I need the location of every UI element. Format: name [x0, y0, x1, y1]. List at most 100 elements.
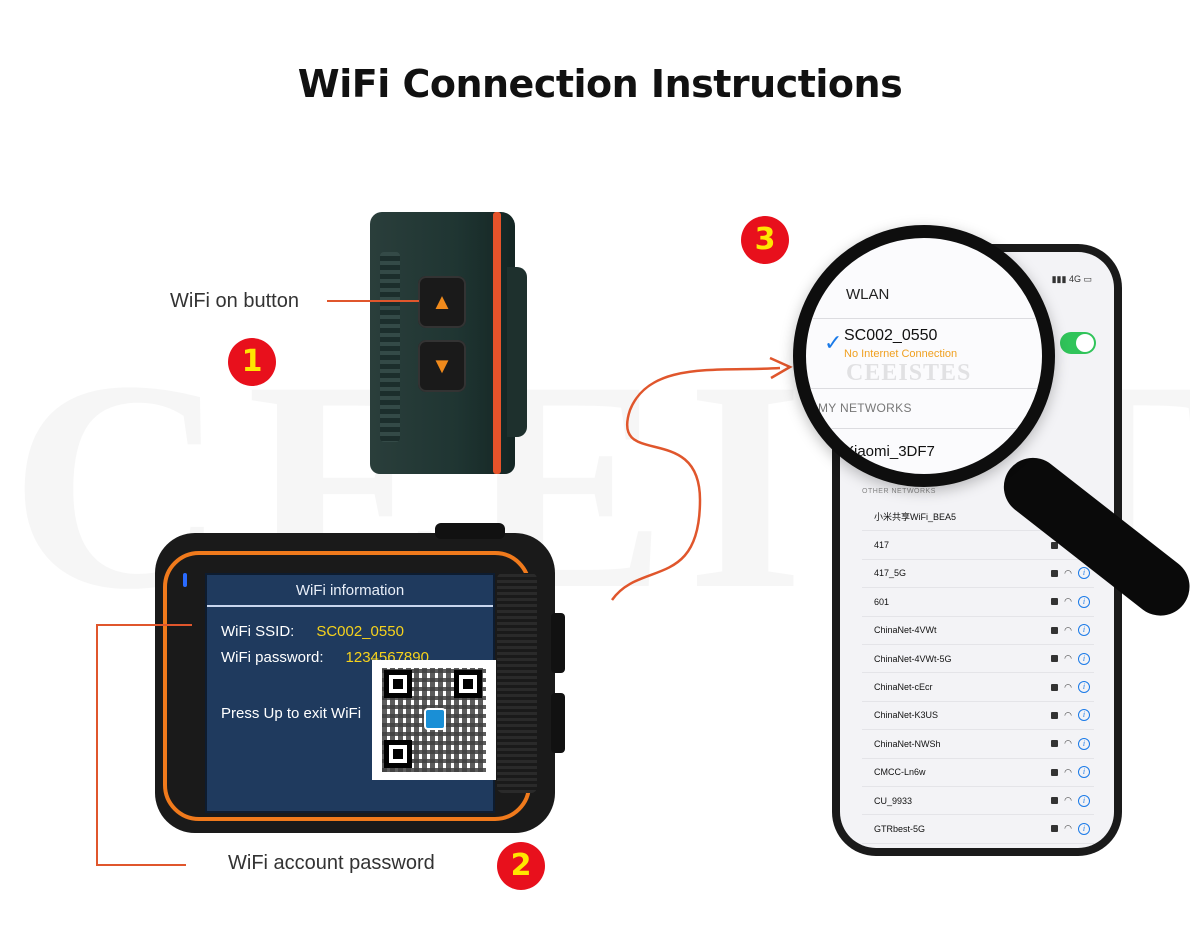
wifi-icon: ◠ [1064, 823, 1072, 834]
magnifier-watermark: CEEISTES [846, 360, 972, 386]
network-item[interactable]: 601 ◠ i [862, 588, 1094, 617]
network-item[interactable]: ChinaNet-NWSh◠i [862, 730, 1094, 759]
exit-hint: Press Up to exit WiFi [221, 705, 362, 722]
network-name: ChinaNet-4VWt [874, 625, 937, 636]
my-networks-heading: MY NETWORKS [818, 401, 912, 415]
network-name: ChinaNet-4VWt-5G [874, 653, 952, 664]
divider [806, 318, 1042, 319]
wifi-account-password-label: WiFi account password [228, 852, 435, 874]
lock-icon [1051, 598, 1059, 606]
page-title: WiFi Connection Instructions [297, 62, 903, 106]
network-name: CMCC-Ln6w [874, 767, 926, 778]
arrow-head-icon [769, 356, 793, 380]
step-2-badge: 2 [497, 842, 545, 890]
lock-icon [1051, 569, 1059, 577]
screen-heading: WiFi information [207, 575, 493, 607]
divider [806, 428, 1042, 429]
wifi-icon: ◠ [1064, 681, 1072, 692]
network-item[interactable]: ChinaNet-K3US ◠ i [862, 702, 1094, 731]
arrow-curve [610, 366, 781, 601]
network-item[interactable]: CMCC-Ln6w ◠ i [862, 759, 1094, 787]
camera-grip [380, 252, 400, 442]
check-icon: ✓ [824, 330, 843, 355]
info-icon[interactable]: i [1078, 794, 1090, 807]
wlan-toggle[interactable] [1060, 332, 1096, 354]
network-item[interactable]: ChinaNet-4VWt ◠ i [862, 617, 1094, 645]
wifi-icon: ◠ [1064, 795, 1072, 806]
magnifier-lens: WLAN ✓ SC002_0550 No Internet Connection… [793, 225, 1055, 487]
qr-finder-top-left [384, 670, 412, 698]
known-network[interactable]: Xiaomi_3DF7 [844, 443, 935, 460]
qr-finder-bottom-left [384, 740, 412, 768]
network-name: 417 [874, 540, 890, 551]
info-icon[interactable]: i [1078, 709, 1090, 722]
divider [806, 388, 1042, 389]
info-icon[interactable]: i [1078, 822, 1090, 835]
connection-status: No Internet Connection [844, 348, 958, 360]
ssid-row: WiFi SSID: SC002_0550 [221, 623, 404, 640]
wifi-up-button[interactable]: ▲ [418, 276, 466, 328]
wifi-icon: ◠ [1064, 709, 1072, 720]
network-item[interactable]: CU_9933 ◠ i [862, 787, 1094, 816]
camera-orange-stripe [493, 212, 501, 474]
lock-icon [1051, 740, 1059, 748]
ssid-value: SC002_0550 [316, 623, 404, 640]
network-name: CU_9933 [874, 795, 913, 806]
info-icon[interactable]: i [1078, 652, 1090, 665]
camera-status-led [183, 573, 187, 587]
network-name: 601 [874, 596, 890, 607]
network-name: ChinaNet-cEcr [874, 682, 933, 693]
down-arrow-icon: ▼ [431, 353, 453, 378]
wifi-icon: ◠ [1064, 766, 1072, 777]
lock-icon [1051, 768, 1059, 776]
qr-camera-logo-icon [424, 708, 446, 730]
info-icon[interactable]: i [1078, 595, 1090, 608]
lock-icon [1051, 541, 1059, 549]
network-item[interactable]: 417_5G ◠ i [862, 560, 1094, 589]
network-item[interactable]: GTRbest-5G◠i [862, 815, 1094, 844]
password-bracket-bottom [96, 864, 186, 866]
password-bracket-side [96, 624, 98, 866]
camera-texture-panel [497, 573, 537, 793]
step-3-badge: 3 [741, 216, 789, 264]
wifi-icon: ◠ [1064, 653, 1072, 664]
other-networks-heading: OTHER NETWORKS [862, 488, 936, 495]
signal-icon: ▮▮▮ [1051, 274, 1067, 284]
network-name: 小米共享WiFi_BEA5 [874, 512, 957, 523]
camera-side-button-upper [551, 613, 565, 673]
network-name: 417_5G [874, 568, 907, 579]
network-name: ChinaNet-NWSh [874, 738, 941, 749]
battery-icon: ▭ [1083, 274, 1092, 284]
status-bar: ▮▮▮ 4G ▭ [1052, 274, 1092, 285]
info-icon[interactable]: i [1078, 624, 1090, 637]
wifi-on-button-label: WiFi on button [170, 290, 299, 312]
password-bracket-top [96, 624, 192, 626]
down-button[interactable]: ▼ [418, 340, 466, 392]
network-type: 4G [1068, 274, 1081, 284]
info-icon[interactable]: i [1078, 681, 1090, 694]
wifi-up-arrow-icon: ▲ [431, 289, 453, 314]
info-icon[interactable]: i [1078, 766, 1090, 779]
wifi-icon: ◠ [1064, 596, 1072, 607]
wifi-icon: ◠ [1064, 624, 1072, 635]
lock-icon [1051, 655, 1059, 663]
wifi-button-pointer-line [327, 300, 419, 302]
network-name: ChinaNet-K3US [874, 710, 939, 721]
step-1-badge: 1 [228, 338, 276, 386]
info-icon[interactable]: i [1078, 567, 1090, 580]
lock-icon [1051, 626, 1059, 634]
wifi-icon: ◠ [1064, 567, 1072, 578]
ssid-label: WiFi SSID: [221, 623, 295, 640]
lock-icon [1051, 825, 1059, 833]
wlan-header: WLAN [846, 286, 890, 303]
network-item[interactable]: ChinaNet-4VWt-5G ◠ i [862, 645, 1094, 674]
network-item[interactable]: ChinaNet-cEcr ◠ i [862, 673, 1094, 702]
camera-side-cap [507, 267, 527, 437]
network-list: 小米共享WiFi_BEA5 ◠ i 417 ◠ i 417_5G ◠ i 601 ◠ i Chi… [862, 503, 1094, 844]
camera-side-view: ▲ ▼ [370, 212, 527, 474]
lock-icon [1051, 711, 1059, 719]
password-label: WiFi password: [221, 649, 324, 666]
connected-ssid[interactable]: SC002_0550 [844, 327, 938, 344]
info-icon[interactable]: i [1078, 737, 1090, 750]
